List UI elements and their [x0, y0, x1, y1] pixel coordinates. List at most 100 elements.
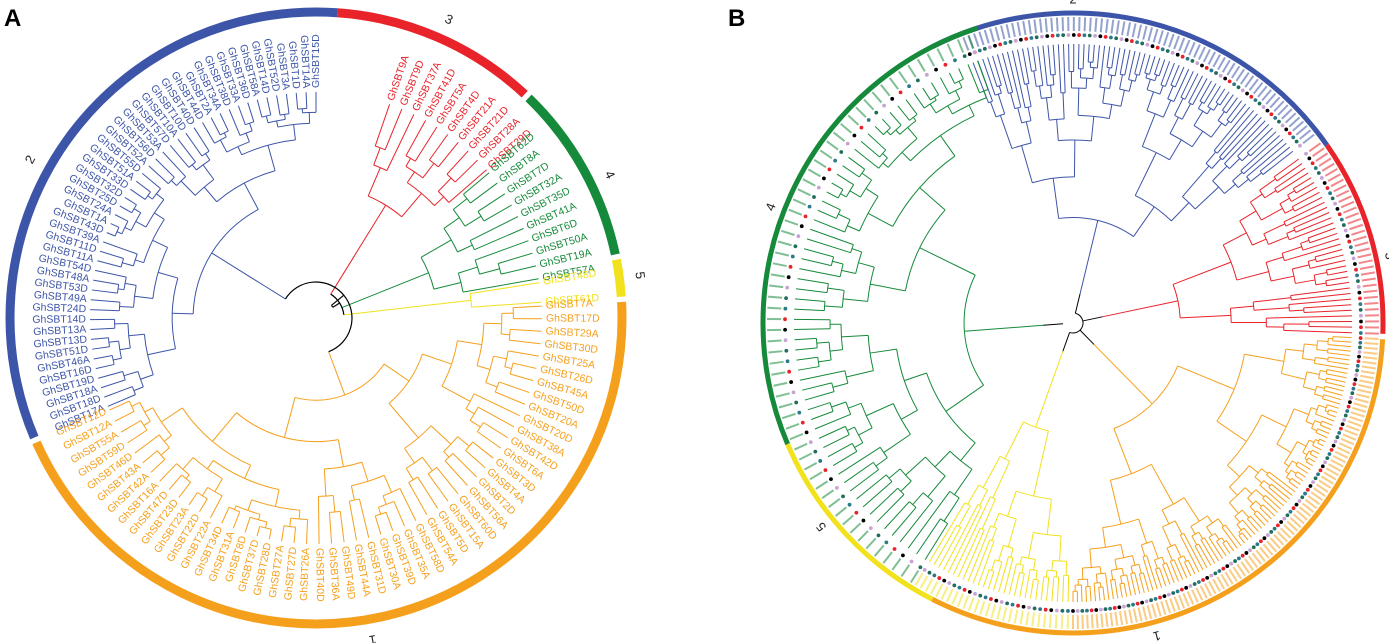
panel-a-clade-1-node-branch	[244, 464, 252, 479]
panel-b-clade-4-leaf-branch	[795, 347, 818, 351]
panel-a-clade-1-node-branch	[131, 401, 140, 407]
panel-b-leaf-label-mark	[1173, 35, 1180, 50]
panel-b-clade-4-node-branch	[983, 90, 987, 98]
panel-b-clade-2-node-branch	[1232, 171, 1243, 182]
panel-b-leaf-label-mark	[863, 98, 875, 111]
panel-b-leaf-label-mark	[1086, 614, 1089, 629]
panel-b-leaf-label-mark	[967, 35, 975, 49]
panel-b-clade-1-leaf-branch	[1142, 556, 1154, 591]
panel-b-leaf-label-mark	[1146, 605, 1153, 620]
panel-b-leaf-label-mark	[819, 149, 833, 160]
panel-b-clade-4-leaf-branch	[821, 200, 841, 211]
panel-a-clade-1-leaf-branch	[268, 529, 272, 540]
panel-b-clade-5-leaf-branch	[967, 525, 992, 582]
panel-b-clade-1-node-arc	[1246, 515, 1251, 520]
panel-b-clade-2-leaf-branch	[1114, 47, 1121, 76]
panel-b-leaf-marker	[1308, 484, 1313, 488]
panel-b-clade-1-node-branch	[1290, 469, 1297, 474]
panel-b-leaf-label-mark	[1044, 18, 1048, 33]
panel-b-clade-1-leaf-branch	[1332, 340, 1352, 343]
panel-b-leaf-label-mark	[951, 590, 959, 605]
panel-b-leaf-marker	[1085, 608, 1089, 613]
panel-b-clade-1-node-branch	[1236, 524, 1242, 531]
panel-b-clade-4-leaf-branch	[801, 258, 832, 267]
panel-a-clade-2-node-branch	[154, 212, 165, 220]
panel-a-clade-1-node-branch	[182, 457, 194, 470]
panel-b-clade-2-node-branch	[1141, 113, 1156, 147]
panel-b-leaf-label-mark	[1248, 555, 1259, 568]
panel-a-clade-2-leaf-branch	[98, 370, 123, 379]
panel-b-leaf-label-mark	[1183, 39, 1191, 54]
panel-b-leaf-label-mark	[1313, 487, 1326, 498]
panel-b-leaf-label-mark	[1364, 337, 1379, 341]
panel-b-leaf-marker	[1236, 85, 1241, 90]
panel-b-leaf-label-mark	[1208, 580, 1217, 595]
panel-b-leaf-marker	[932, 573, 937, 578]
panel-a-clade-5-leaf-branch	[469, 282, 540, 295]
panel-a-clade-1-node-branch	[298, 510, 301, 520]
panel-a-clade-label-2: 2	[22, 153, 39, 167]
panel-b-clade-3-node-branch	[1286, 229, 1295, 234]
panel-b-clade-3-leaf-branch	[1295, 217, 1332, 233]
panel-b-leaf-marker	[884, 540, 889, 545]
panel-a-leaf-label: GhSBT14A	[298, 35, 312, 89]
panel-b-clade-2-node-branch	[1092, 67, 1095, 79]
panel-a-clade-2-node-branch	[265, 115, 269, 123]
panel-b-leaf-label-mark	[1173, 596, 1181, 611]
panel-b-leaf-marker	[845, 141, 850, 146]
panel-b-leaf-marker	[1055, 33, 1060, 38]
panel-b-clade-1-node-branch	[1161, 509, 1170, 525]
panel-b-clade-5-leaf-branch	[1019, 573, 1025, 597]
panel-b-clade-2-node-branch	[1205, 151, 1217, 164]
panel-b-leaf-label-mark	[1224, 571, 1234, 585]
panel-b-leaf-label-mark	[1055, 17, 1059, 32]
panel-b-clade-3-node-branch	[1261, 208, 1283, 221]
panel-b-leaf-marker	[1135, 40, 1139, 45]
panel-b-leaf-marker	[804, 430, 809, 435]
panel-b-leaf-marker	[1258, 539, 1263, 544]
panel-b-clade-2-node-arc	[1217, 120, 1226, 127]
panel-b-clade-2-node-branch	[1134, 152, 1157, 196]
panel-b-clade-1-node-branch	[1095, 574, 1098, 584]
panel-b-clade-4-node-branch	[901, 151, 911, 162]
panel-a-clade-1-node-branch	[422, 353, 452, 365]
panel-b-leaf-marker	[1352, 382, 1357, 387]
panel-b-leaf-label-mark	[1265, 92, 1277, 105]
panel-b-clade-1-node-branch	[1324, 410, 1329, 413]
panel-b-leaf-marker	[1356, 279, 1360, 284]
panel-a-clade-1-node-branch	[457, 340, 482, 346]
panel-b-leaf-label-mark	[1231, 65, 1241, 79]
panel-b-clade-4-leaf-branch	[856, 474, 887, 500]
panel-b-leaf-label-mark	[1351, 229, 1366, 236]
panel-b-leaf-label-mark	[914, 572, 924, 586]
panel-a-clade-2-node-branch	[158, 271, 178, 279]
panel-a-clade-2-node-arc	[144, 191, 151, 200]
panel-b-clade-4-leaf-branch	[916, 518, 941, 555]
panel-a-clade-1-node-arc	[283, 525, 296, 528]
panel-b-leaf-label-mark	[1072, 615, 1074, 629]
panel-b-clade-1-node-branch	[1227, 464, 1240, 477]
panel-a-clade-2-leaf-branch	[135, 180, 151, 193]
panel-b-clade-1-node-branch	[1316, 349, 1328, 352]
panel-b-clade-5-node-branch	[1035, 570, 1038, 580]
panel-a-clade-1-leaf-branch	[168, 474, 183, 491]
panel-b-clade-1-leaf-branch	[1327, 404, 1339, 409]
panel-b-clade-4-leaf-branch	[796, 356, 818, 361]
panel-b-clade-3-node-arc	[1279, 203, 1286, 214]
panel-b-clade-1-leaf-branch	[1200, 539, 1216, 564]
panel-b-leaf-marker	[1345, 234, 1350, 238]
panel-a-root-arc	[330, 293, 345, 315]
panel-b-clade-2-leaf-branch	[1119, 48, 1126, 75]
panel-b-clade-1-node-branch	[1121, 568, 1125, 576]
panel-b-clade-2-node-arc	[1169, 133, 1193, 148]
panel-b-clade-2-node-branch	[1169, 117, 1179, 134]
panel-b-clade-4-node-arc	[979, 89, 989, 94]
panel-a-clade-3-leaf-branch	[437, 142, 459, 168]
panel-b-leaf-label-mark	[989, 28, 995, 43]
panel-b-clade-1-leaf-branch	[1158, 567, 1167, 587]
panel-b-clade-4-leaf-branch	[799, 370, 846, 381]
panel-b-leaf-marker	[1192, 582, 1197, 586]
panel-b-clade-4-leaf-branch	[889, 112, 902, 126]
panel-b-clade-1-node-arc	[1111, 567, 1123, 571]
panel-b-clade-2-leaf-branch	[1077, 44, 1080, 69]
